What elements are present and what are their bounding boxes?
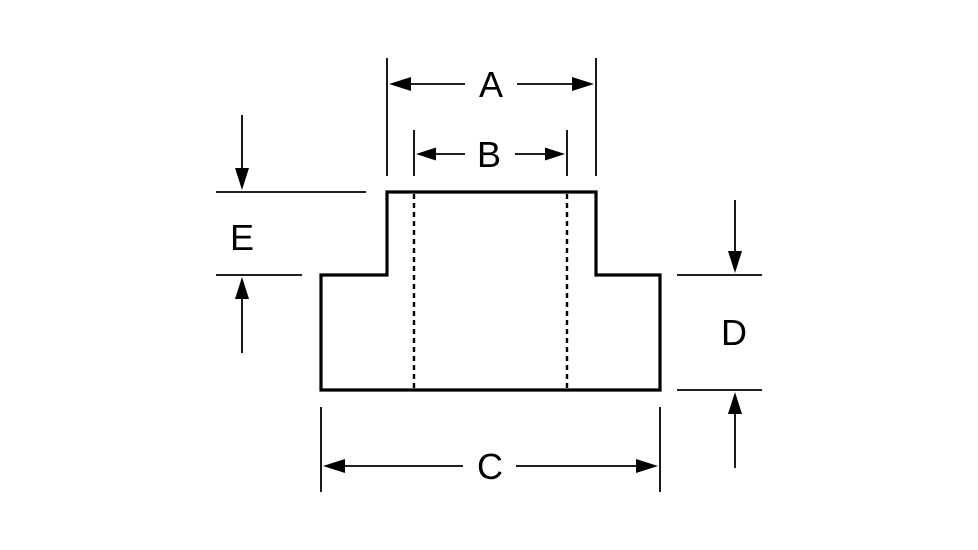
dimension-e: E bbox=[216, 115, 366, 353]
dimension-e-label: E bbox=[230, 217, 254, 258]
dimension-c-arrow-right bbox=[636, 459, 658, 473]
part-outline bbox=[319, 190, 662, 392]
dimension-a: A bbox=[386, 58, 597, 176]
dimension-d: D bbox=[677, 200, 762, 468]
dimension-b-arrow-left bbox=[416, 147, 436, 161]
dimension-a-arrow-left bbox=[389, 77, 411, 91]
dimension-d-label: D bbox=[721, 312, 747, 353]
dimension-c-arrow-left bbox=[323, 459, 345, 473]
dimension-e-arrow-bottom bbox=[235, 277, 249, 299]
dimension-e-arrow-top bbox=[235, 168, 249, 190]
dimension-a-label: A bbox=[479, 64, 503, 105]
dimension-d-arrow-bottom bbox=[728, 392, 742, 414]
dimension-c-label: C bbox=[477, 446, 503, 487]
dimension-d-arrow-top bbox=[728, 251, 742, 273]
dimension-a-arrow-right bbox=[572, 77, 594, 91]
dimension-b-label: B bbox=[477, 134, 501, 175]
dimension-c: C bbox=[320, 407, 661, 492]
dimension-b: B bbox=[413, 130, 568, 176]
dimension-b-arrow-right bbox=[545, 147, 565, 161]
